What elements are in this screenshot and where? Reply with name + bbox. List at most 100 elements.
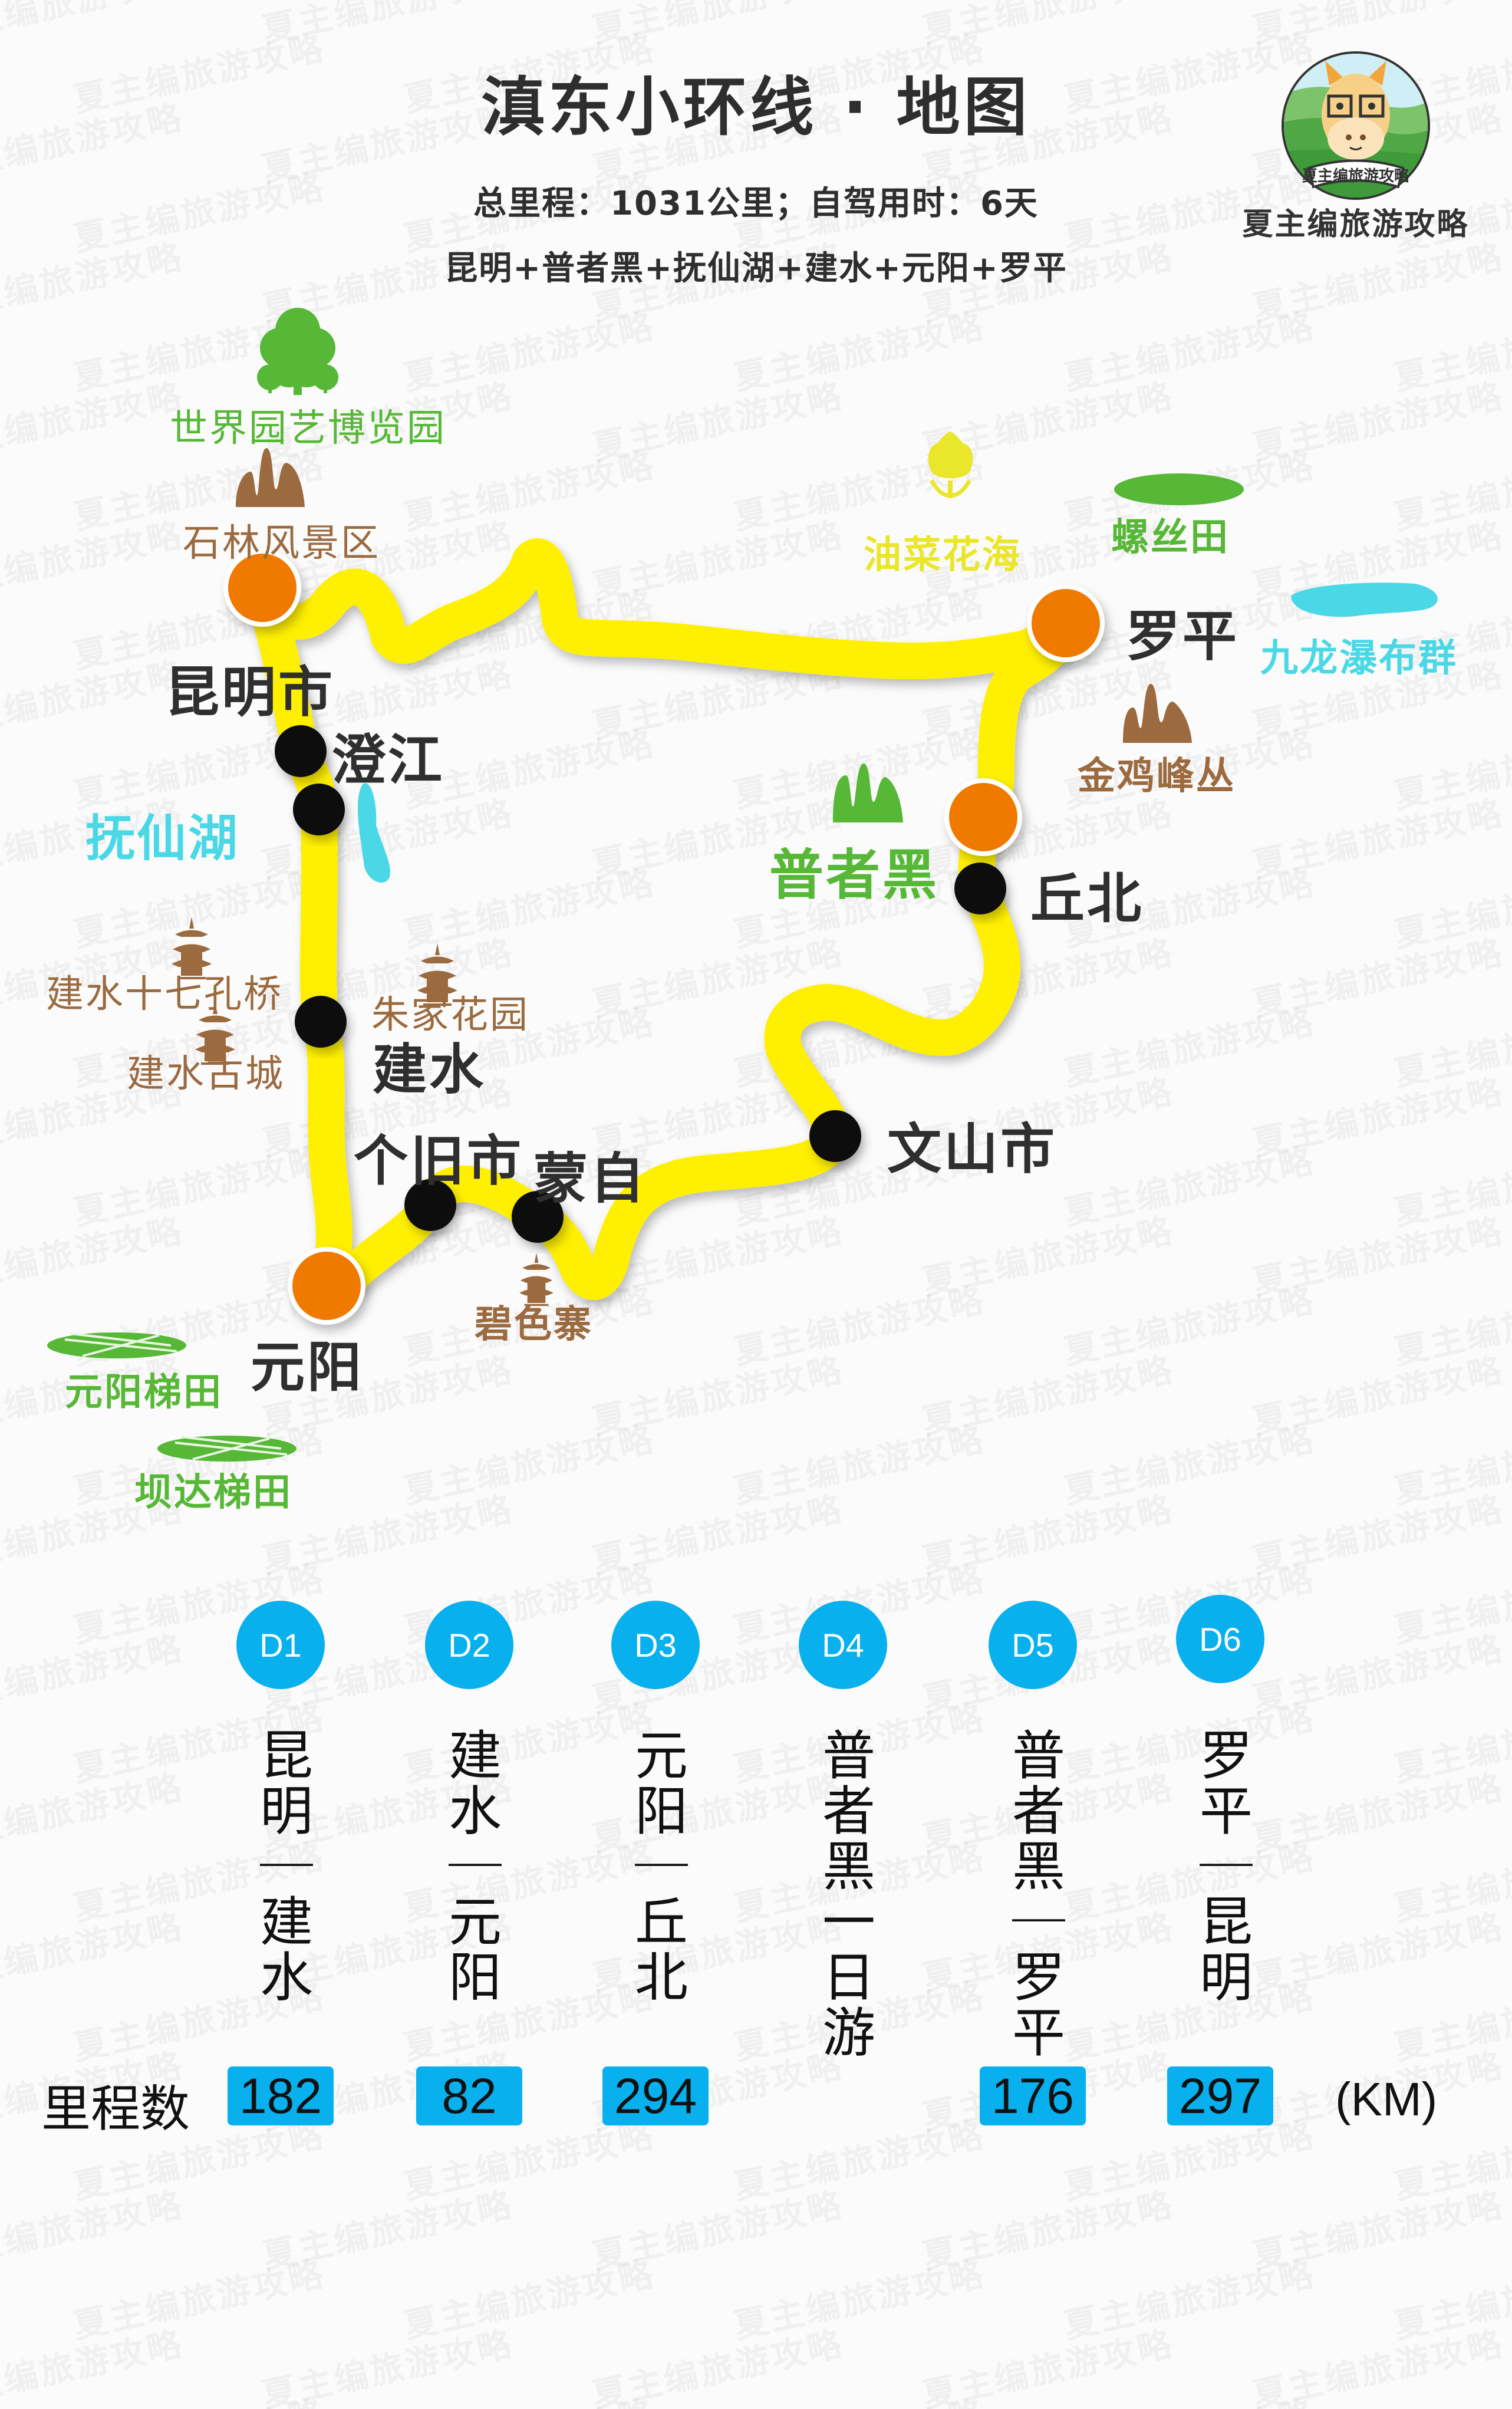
city-label-wenshan: 文山市: [887, 1118, 1058, 1181]
day-route-d5: 普者黑｜罗平: [1003, 1727, 1065, 2060]
mileage-badge-d3: 294: [602, 2066, 709, 2125]
karst-peak-icon: [236, 448, 305, 507]
mileage-label: 里程数: [41, 2080, 190, 2138]
water-icon: [1291, 582, 1438, 617]
stop-mengzi-marker[interactable]: [512, 1191, 564, 1243]
watermark-text: 夏主编旅游攻略: [587, 2177, 848, 2278]
stop-gejiu-marker[interactable]: [404, 1179, 456, 1231]
poi-label-bada-terraces: 坝达梯田: [134, 1471, 292, 1515]
mileage-badge-d6: 297: [1167, 2066, 1273, 2125]
watermark-text: 夏主编旅游攻略: [1389, 1690, 1512, 1791]
route-path: [244, 538, 1084, 1305]
stop-luoping-marker[interactable]: [1027, 584, 1105, 662]
stop-kunming-marker[interactable]: [223, 549, 301, 627]
day-route-d6: 罗平｜昆明: [1190, 1727, 1252, 2005]
rice-terrace-icon: [47, 1332, 297, 1462]
stop-chengjiang-marker[interactable]: [275, 725, 327, 777]
watermark-text: 夏主编旅游攻略: [257, 2177, 518, 2278]
day-badge-d6[interactable]: D6: [1176, 1595, 1264, 1683]
tree-icon: [257, 308, 338, 395]
watermark-text: 夏主编旅游攻略: [0, 1620, 187, 1722]
watermark-text: 夏主编旅游攻略: [729, 2385, 989, 2409]
watermark-text: 夏主编旅游攻略: [729, 2246, 989, 2348]
watermark-text: 夏主编旅游攻略: [0, 1898, 187, 2000]
watermark-text: 夏主编旅游攻略: [917, 2177, 1178, 2278]
poi-label-horti-expo: 世界园艺博览园: [170, 407, 446, 450]
karst-peak-icon: [1123, 684, 1192, 743]
poi-label-fuxian-lake: 抚仙湖: [85, 809, 240, 867]
horse-mascot-icon: 夏主编旅游攻略: [1282, 51, 1430, 200]
watermark-text: 夏主编旅游攻略: [398, 2246, 659, 2348]
svg-text:夏主编旅游攻略: 夏主编旅游攻略: [1302, 167, 1410, 185]
stop-wenshan-marker[interactable]: [809, 1110, 861, 1162]
day-badge-d4[interactable]: D4: [799, 1601, 887, 1689]
lake-icon: [357, 783, 390, 883]
watermark-text: 夏主编旅游攻略: [0, 2177, 187, 2278]
watermark-text: 夏主编旅游攻略: [917, 2316, 1178, 2409]
mileage-badge-d5: 176: [980, 2066, 1086, 2125]
watermark-text: 夏主编旅游攻略: [68, 2246, 329, 2348]
watermark-text: 夏主编旅游攻略: [1247, 2316, 1508, 2409]
day-badge-d1[interactable]: D1: [236, 1601, 325, 1689]
field-icon: [1114, 473, 1244, 505]
tulip-flower-icon: [928, 432, 973, 498]
watermark-text: 夏主编旅游攻略: [398, 2385, 659, 2409]
brand-logo: 夏主编旅游攻略: [1267, 50, 1444, 233]
watermark-text: 夏主编旅游攻略: [1247, 1620, 1508, 1722]
watermark-text: 夏主编旅游攻略: [587, 2316, 848, 2409]
pagoda-icon: [172, 917, 554, 1306]
watermark-text: 夏主编旅游攻略: [1059, 2246, 1319, 2348]
stop-jianshui-marker[interactable]: [295, 996, 347, 1048]
watermark-text: 夏主编旅游攻略: [1389, 1968, 1512, 2069]
watermark-text: 夏主编旅游攻略: [1059, 2385, 1319, 2409]
day-route-d3: 元阳｜丘北: [625, 1727, 687, 2005]
poi-label-zhu-garden: 朱家花园: [371, 993, 529, 1037]
poi-label-bise-village: 碧色寨: [475, 1303, 593, 1347]
stop-fuxian-marker[interactable]: [293, 784, 345, 835]
city-label-kunming: 昆明市: [165, 661, 335, 724]
city-label-chengjiang: 澄江: [331, 729, 445, 792]
watermark-text: 夏主编旅游攻略: [1389, 2246, 1512, 2348]
poi-label-shiqikong-bridge: 建水十七孔桥: [46, 973, 283, 1016]
watermark-text: 夏主编旅游攻略: [68, 2385, 329, 2409]
watermark-text: 夏主编旅游攻略: [1389, 1829, 1512, 1930]
mileage-unit: (KM): [1335, 2073, 1438, 2125]
day-badge-d5[interactable]: D5: [989, 1601, 1077, 1689]
day-route-d1: 昆明｜建水: [251, 1727, 312, 2005]
poi-label-jinji-peaks: 金鸡峰丛: [1078, 755, 1236, 798]
poi-label-rapeseed-sea: 油菜花海: [864, 534, 1022, 577]
city-label-jianshui: 建水: [373, 1038, 486, 1101]
watermark-text: 夏主编旅游攻略: [1247, 2177, 1508, 2278]
city-label-yuanyang: 元阳: [251, 1336, 364, 1399]
watermark-text: 夏主编旅游攻略: [257, 2316, 518, 2409]
day-route-d2: 建水｜元阳: [439, 1727, 501, 2005]
poi-label-jiulong-falls: 九龙瀑布群: [1260, 637, 1458, 680]
watermark-text: 夏主编旅游攻略: [729, 2107, 989, 2209]
poi-label-stone-forest: 石林风景区: [183, 522, 380, 565]
city-label-luoping: 罗平: [1126, 605, 1240, 668]
page-title: 滇东小环线 · 地图: [481, 71, 1031, 144]
route-map: [47, 308, 1438, 1462]
day-badge-d3[interactable]: D3: [611, 1601, 700, 1689]
stop-puzhehei-marker[interactable]: [944, 778, 1022, 856]
mileage-badge-d1: 182: [228, 2066, 334, 2125]
brand-name: 夏主编旅游攻略: [1242, 207, 1470, 242]
mileage-badge-d2: 82: [416, 2066, 522, 2125]
watermark-text: 夏主编旅游攻略: [1389, 1551, 1512, 1652]
poi-label-yuanyang-terraces: 元阳梯田: [65, 1371, 223, 1414]
karst-peak-icon: [833, 763, 903, 822]
stop-qiubei-marker[interactable]: [954, 863, 1006, 914]
route-line: 昆明+普者黑+抚仙湖+建水+元阳+罗平: [444, 249, 1068, 288]
watermark-text: 夏主编旅游攻略: [1247, 1759, 1508, 1861]
watermark-text: 夏主编旅游攻略: [0, 1759, 187, 1861]
poi-label-ancient-town: 建水古城: [127, 1052, 285, 1096]
watermark-text: 夏主编旅游攻略: [1247, 1898, 1508, 2000]
poi-label-spiral-fields: 螺丝田: [1111, 516, 1230, 560]
city-label-qiubei: 丘北: [1030, 867, 1144, 930]
day-badge-d2[interactable]: D2: [425, 1601, 513, 1689]
city-label-gejiu: 个旧市: [354, 1130, 524, 1193]
trip-summary: 总里程：1031公里；自驾用时：6天: [473, 185, 1039, 223]
watermark-text: 夏主编旅游攻略: [1389, 2385, 1512, 2409]
stop-yuanyang-marker[interactable]: [288, 1247, 365, 1325]
watermark-text: 夏主编旅游攻略: [0, 2316, 187, 2409]
